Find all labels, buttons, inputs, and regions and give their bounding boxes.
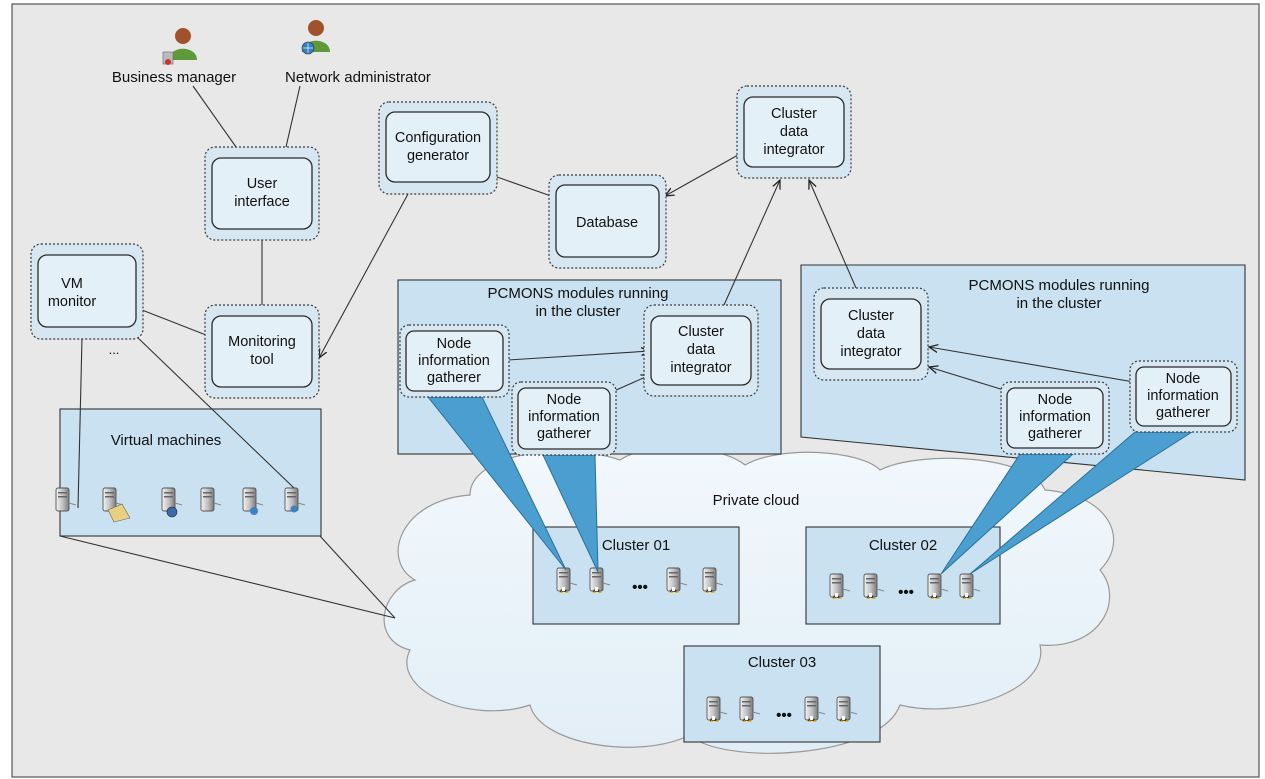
integrator-left-label-line2: data xyxy=(687,342,716,358)
integrator-top-label-line2: data xyxy=(780,124,809,140)
cluster-01-label: Cluster 01 xyxy=(602,537,670,554)
gatherer-1-line3: gatherer xyxy=(427,370,481,386)
user-interface-label-line1: User xyxy=(247,176,278,192)
pcmons-left-title-line2: in the cluster xyxy=(535,303,620,320)
connector-lines xyxy=(77,85,1135,509)
pcmons-right-title-line1: PCMONS modules running xyxy=(969,277,1150,294)
ellipsis: ••• xyxy=(898,584,914,601)
vm-cloud-line-right xyxy=(319,535,396,619)
gatherer-4-line1: Node xyxy=(1166,371,1201,387)
cluster-data-integrator-left-module: Cluster data integrator xyxy=(643,304,759,397)
virtual-machines-label: Virtual machines xyxy=(111,432,222,449)
monitoring-tool-label-line1: Monitoring xyxy=(228,334,296,350)
vm-monitor-label-line2: monitor xyxy=(48,294,97,310)
integrator-top-label-line1: Cluster xyxy=(771,106,817,122)
gatherer-2-line1: Node xyxy=(547,392,582,408)
business-manager-actor: Business manager xyxy=(112,28,236,86)
gatherer-2-line2: information xyxy=(528,409,600,425)
node-information-gatherer-2: Node information gatherer xyxy=(511,381,617,456)
private-cloud: Private cloud xyxy=(383,446,1115,754)
cluster-data-integrator-right-module: Cluster data integrator xyxy=(813,287,929,381)
cluster-02-label: Cluster 02 xyxy=(869,537,937,554)
node-information-gatherer-3: Node information gatherer xyxy=(1000,381,1110,455)
database-module: Database xyxy=(548,174,667,269)
cluster-data-integrator-top-module: Cluster data integrator xyxy=(736,85,852,179)
gatherer-2-line3: gatherer xyxy=(537,426,591,442)
vm-monitor-module: VM monitor xyxy=(30,243,144,340)
user-interface-module: User interface xyxy=(204,146,320,241)
monitoring-tool-module: Monitoring tool xyxy=(204,304,320,399)
private-cloud-label: Private cloud xyxy=(713,492,800,509)
gatherer-3-line3: gatherer xyxy=(1028,426,1082,442)
person-icon xyxy=(301,20,330,55)
integrator-right-label-line1: Cluster xyxy=(848,308,894,324)
vm-cloud-line-bottom xyxy=(59,535,396,619)
integrator-right-label-line3: integrator xyxy=(840,344,901,360)
pcmons-right-title-line2: in the cluster xyxy=(1016,295,1101,312)
pcmons-left-title-line1: PCMONS modules running xyxy=(488,285,669,302)
ellipsis: ••• xyxy=(776,707,792,724)
line-config-to-database xyxy=(496,176,552,197)
business-manager-label: Business manager xyxy=(112,69,236,86)
arrow-gatherer1-to-integrator xyxy=(507,351,650,361)
gatherer-1-line1: Node xyxy=(437,336,472,352)
cluster-03-label: Cluster 03 xyxy=(748,654,816,671)
arrow-gatherer3-to-integrator xyxy=(929,367,1008,392)
line-vm-monitor-to-vm6 xyxy=(135,335,295,489)
gatherer-1-line2: information xyxy=(418,353,490,369)
cluster-01: Cluster 01 ••• xyxy=(532,526,740,625)
gatherer-3-line1: Node xyxy=(1038,392,1073,408)
arrow-right-integrator-to-top xyxy=(809,180,857,289)
integrator-left-label-line1: Cluster xyxy=(678,324,724,340)
ellipsis: ••• xyxy=(632,579,648,596)
network-administrator-label: Network administrator xyxy=(285,69,431,86)
gatherer-4-line2: information xyxy=(1147,388,1219,404)
configuration-generator-label-line1: Configuration xyxy=(395,130,481,146)
integrator-left-label-line3: integrator xyxy=(670,360,731,376)
line-business-manager-to-ui xyxy=(192,85,237,148)
database-label: Database xyxy=(576,215,638,231)
monitoring-tool-label-line2: tool xyxy=(250,352,273,368)
integrator-top-label-line3: integrator xyxy=(763,142,824,158)
cluster-03: Cluster 03 ••• xyxy=(683,645,881,743)
integrator-right-label-line2: data xyxy=(857,326,886,342)
arrow-integrator-to-database xyxy=(665,154,739,196)
line-vm-monitor-to-vm1 xyxy=(77,337,83,509)
node-information-gatherer-1: Node information gatherer xyxy=(399,324,510,398)
configuration-generator-label-line2: generator xyxy=(407,148,469,164)
person-icon xyxy=(162,28,197,65)
network-administrator-actor: Network administrator xyxy=(285,20,431,86)
arrow-gatherer4-to-integrator xyxy=(929,347,1135,383)
user-interface-label-line2: interface xyxy=(234,194,290,210)
arrow-left-integrator-to-top xyxy=(723,180,780,306)
line-network-admin-to-ui xyxy=(285,85,301,148)
vm-ellipsis: ... xyxy=(109,342,120,357)
virtual-machines-panel: Virtual machines xyxy=(55,408,322,537)
vm-monitor-label-line1: VM xyxy=(61,276,83,292)
line-vm-monitor-to-monitoring xyxy=(141,309,207,336)
configuration-generator-module: Configuration generator xyxy=(378,101,498,195)
gatherer-4-line3: gatherer xyxy=(1156,405,1210,421)
arrow-config-to-monitoring xyxy=(319,193,409,358)
node-information-gatherer-4: Node information gatherer xyxy=(1129,360,1238,433)
gatherer-3-line2: information xyxy=(1019,409,1091,425)
